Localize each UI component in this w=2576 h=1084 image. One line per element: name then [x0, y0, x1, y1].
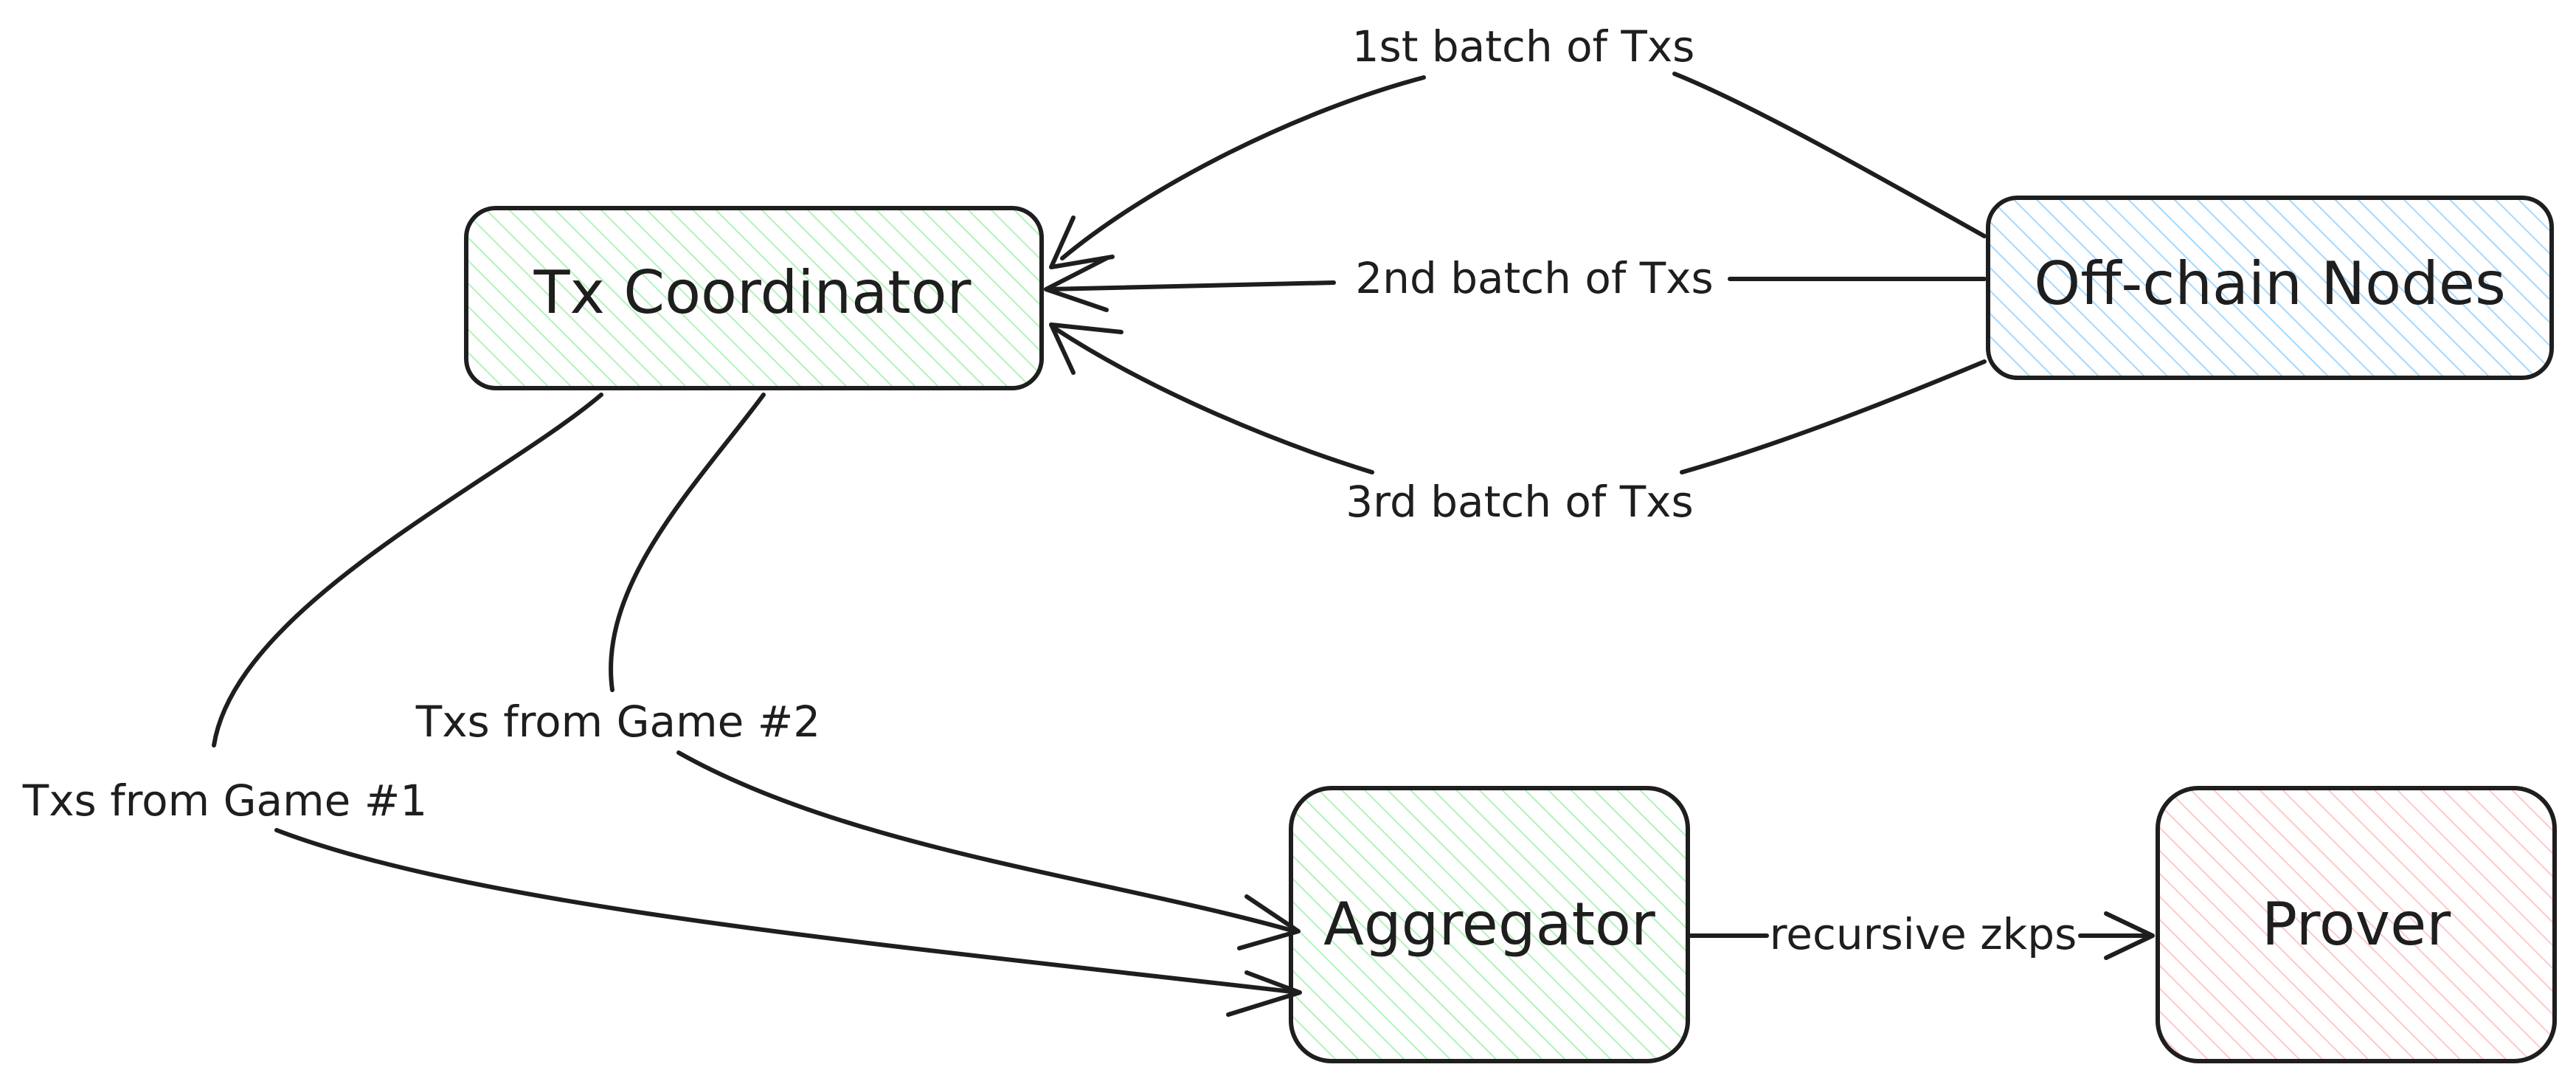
edge-game-1-label: Txs from Game #1 [22, 776, 427, 826]
edge-game-2-line-bottom [676, 750, 1297, 933]
aggregator-label: Aggregator [1323, 890, 1655, 959]
edge-game-2-label: Txs from Game #2 [415, 697, 820, 747]
tx-coordinator-label: Tx Coordinator [533, 258, 972, 327]
edge-game-1-line-bottom [274, 828, 1301, 995]
edge-batch-1-line-left [1060, 75, 1426, 260]
edge-batch-3: 3rd batch of Txs [1049, 322, 1987, 527]
tx-coordinator-fill [466, 208, 1042, 388]
edge-game-1: Txs from Game #1 [22, 393, 1302, 1017]
edge-batch-3-label: 3rd batch of Txs [1346, 477, 1693, 527]
edge-batch-1: 1st batch of Txs [1049, 21, 1987, 269]
edge-zkps-arrowhead [2104, 911, 2155, 960]
aggregator-fill [1291, 788, 1688, 1061]
tx-coordinator-outline [464, 206, 1044, 390]
edge-batch-2-label: 2nd batch of Txs [1355, 253, 1713, 303]
edge-batch-1-line-right [1672, 72, 1987, 238]
edge-zkps-label: recursive zkps [1770, 909, 2077, 959]
node-off-chain-nodes: Off-chain Nodes [1986, 196, 2554, 380]
edge-game-2-line-top [609, 393, 766, 692]
node-prover: Prover [2156, 786, 2557, 1063]
off-chain-nodes-fill [1988, 198, 2552, 378]
edge-game-2-arrowhead [1237, 894, 1301, 950]
edge-batch-1-label: 1st batch of Txs [1352, 21, 1695, 72]
node-aggregator: Aggregator [1289, 786, 1690, 1063]
off-chain-nodes-label: Off-chain Nodes [2034, 249, 2506, 318]
edge-batch-3-line-left [1053, 326, 1374, 474]
edge-batch-2-arrowhead [1044, 256, 1109, 312]
edge-batch-3-arrowhead [1049, 322, 1123, 375]
edge-batch-2-line-left [1045, 280, 1336, 291]
node-tx-coordinator: Tx Coordinator [464, 206, 1044, 390]
prover-outline [2156, 786, 2557, 1063]
edge-batch-3-line-right [1680, 359, 1987, 474]
edge-game-2: Txs from Game #2 [415, 393, 1301, 950]
off-chain-nodes-outline [1986, 196, 2554, 380]
edge-game-1-line-top [212, 393, 603, 748]
edge-batch-2: 2nd batch of Txs [1044, 253, 1987, 312]
prover-label: Prover [2262, 890, 2451, 959]
prover-fill [2158, 788, 2555, 1061]
edge-game-1-arrowhead [1226, 970, 1302, 1017]
edge-recursive-zkps: recursive zkps [1689, 909, 2155, 960]
